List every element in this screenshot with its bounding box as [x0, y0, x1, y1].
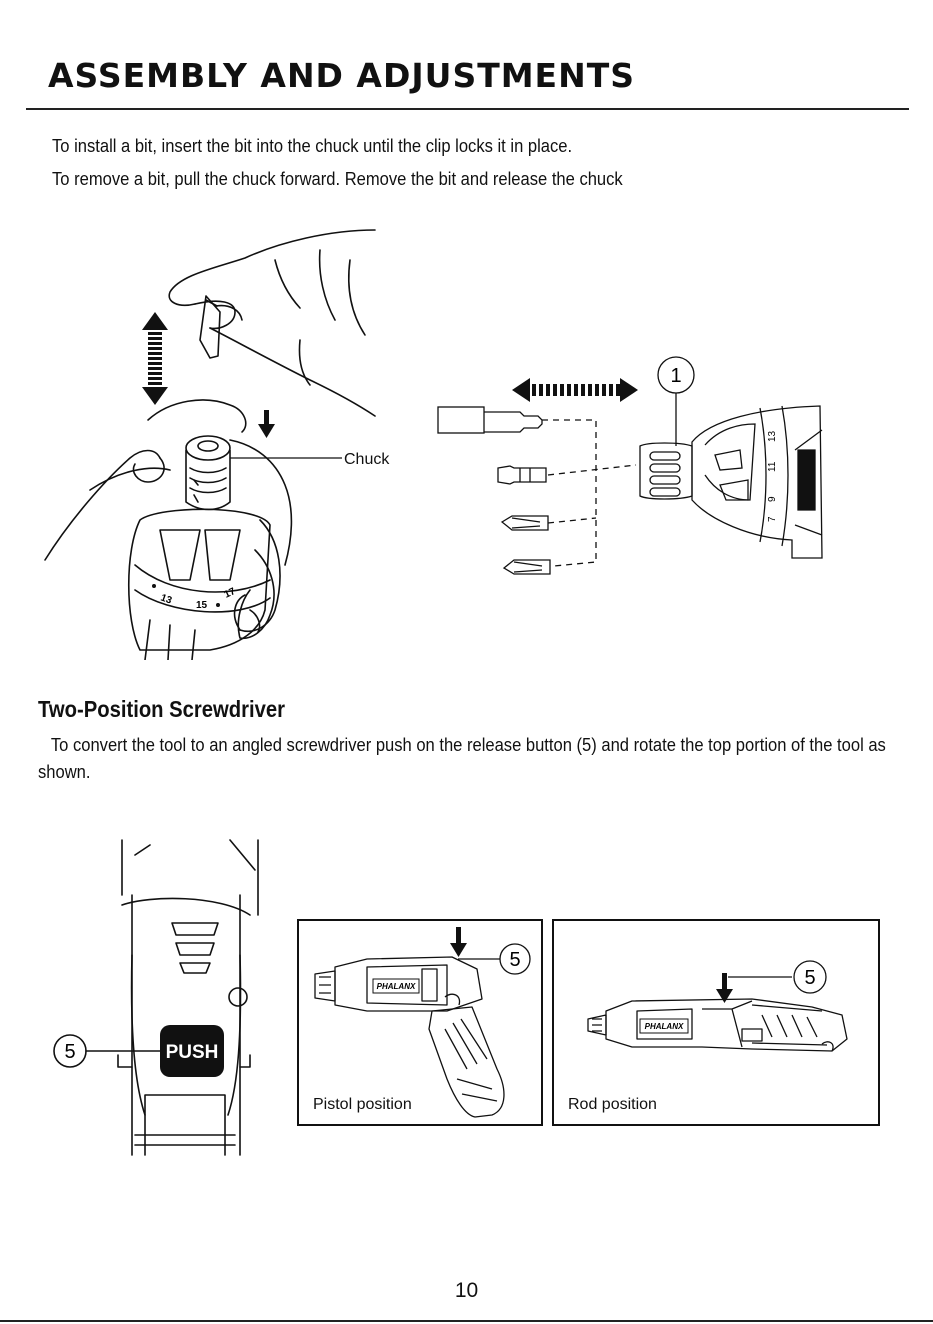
phillips-bit	[500, 515, 549, 531]
dial-number: 13	[767, 430, 778, 442]
remove-instruction: To remove a bit, pull the chuck forward.…	[52, 169, 623, 189]
bit-in-fingers	[199, 295, 221, 359]
callout-number: 5	[804, 967, 815, 989]
lower-hand-outline	[44, 449, 161, 561]
dial-number: 11	[767, 461, 778, 472]
drill-front	[691, 405, 823, 559]
vent-slot	[179, 962, 211, 974]
dial-number: 9	[767, 496, 778, 502]
dial-number: 15	[196, 600, 208, 611]
brand-logo: PHALANX	[377, 982, 416, 991]
dial-number: 17	[223, 586, 238, 601]
tool-top-outline	[121, 897, 251, 916]
callout-circle	[499, 943, 531, 975]
bottom-divider	[0, 1320, 933, 1322]
figure-frame	[552, 919, 880, 1126]
down-arrow-icon	[258, 410, 275, 438]
vent-slot	[171, 922, 219, 936]
figure-frame	[297, 919, 543, 1126]
page-number: 10	[454, 1279, 479, 1302]
chuck-label: Chuck	[344, 451, 390, 468]
down-arrow-icon	[716, 973, 733, 1003]
screw-head	[228, 987, 248, 1007]
tool-body	[605, 998, 848, 1052]
tool-handle	[428, 1006, 505, 1118]
drill-body	[127, 508, 271, 651]
left-right-arrow-icon	[512, 378, 638, 402]
dial-number: 7	[767, 516, 778, 522]
release-button-illustration: PUSH 5	[53, 839, 259, 1156]
bit-selection-illustration: 1 7 9 11 13	[437, 356, 823, 575]
figure-caption: Pistol position	[313, 1096, 412, 1113]
brand-logo: PHALANX	[645, 1022, 684, 1031]
pistol-position-illustration: PHALANX 5 Pistol position	[297, 919, 543, 1126]
bit-insertion-illustration: Chuck 13 15 17	[44, 229, 390, 660]
down-arrow-icon	[450, 927, 467, 957]
flat-bit	[497, 465, 547, 485]
phillips-bit	[502, 559, 551, 575]
callout-number: 5	[509, 949, 520, 971]
vent-slot	[175, 942, 215, 956]
figure-caption: Rod position	[568, 1096, 657, 1113]
page-title: ASSEMBLY AND ADJUSTMENTS	[48, 56, 635, 95]
socket-bit	[437, 406, 485, 434]
title-divider	[26, 108, 909, 110]
push-button-label: PUSH	[166, 1042, 219, 1063]
rod-position-illustration: PHALANX 5 Rod position	[552, 919, 880, 1126]
convert-instruction: To convert the tool to an angled screwdr…	[38, 735, 886, 782]
section-heading: Two-Position Screwdriver	[38, 696, 286, 722]
upper-hand-outline	[168, 229, 376, 307]
install-instruction: To install a bit, insert the bit into th…	[52, 136, 573, 156]
push-button	[160, 1025, 224, 1077]
chuck-top	[185, 435, 231, 461]
callout-number: 1	[670, 365, 681, 387]
dial-number: 13	[159, 592, 174, 606]
up-down-arrow-icon	[142, 312, 168, 405]
callout-circle	[793, 960, 827, 994]
callout-number: 5	[64, 1041, 75, 1063]
tool-head	[334, 956, 483, 1012]
